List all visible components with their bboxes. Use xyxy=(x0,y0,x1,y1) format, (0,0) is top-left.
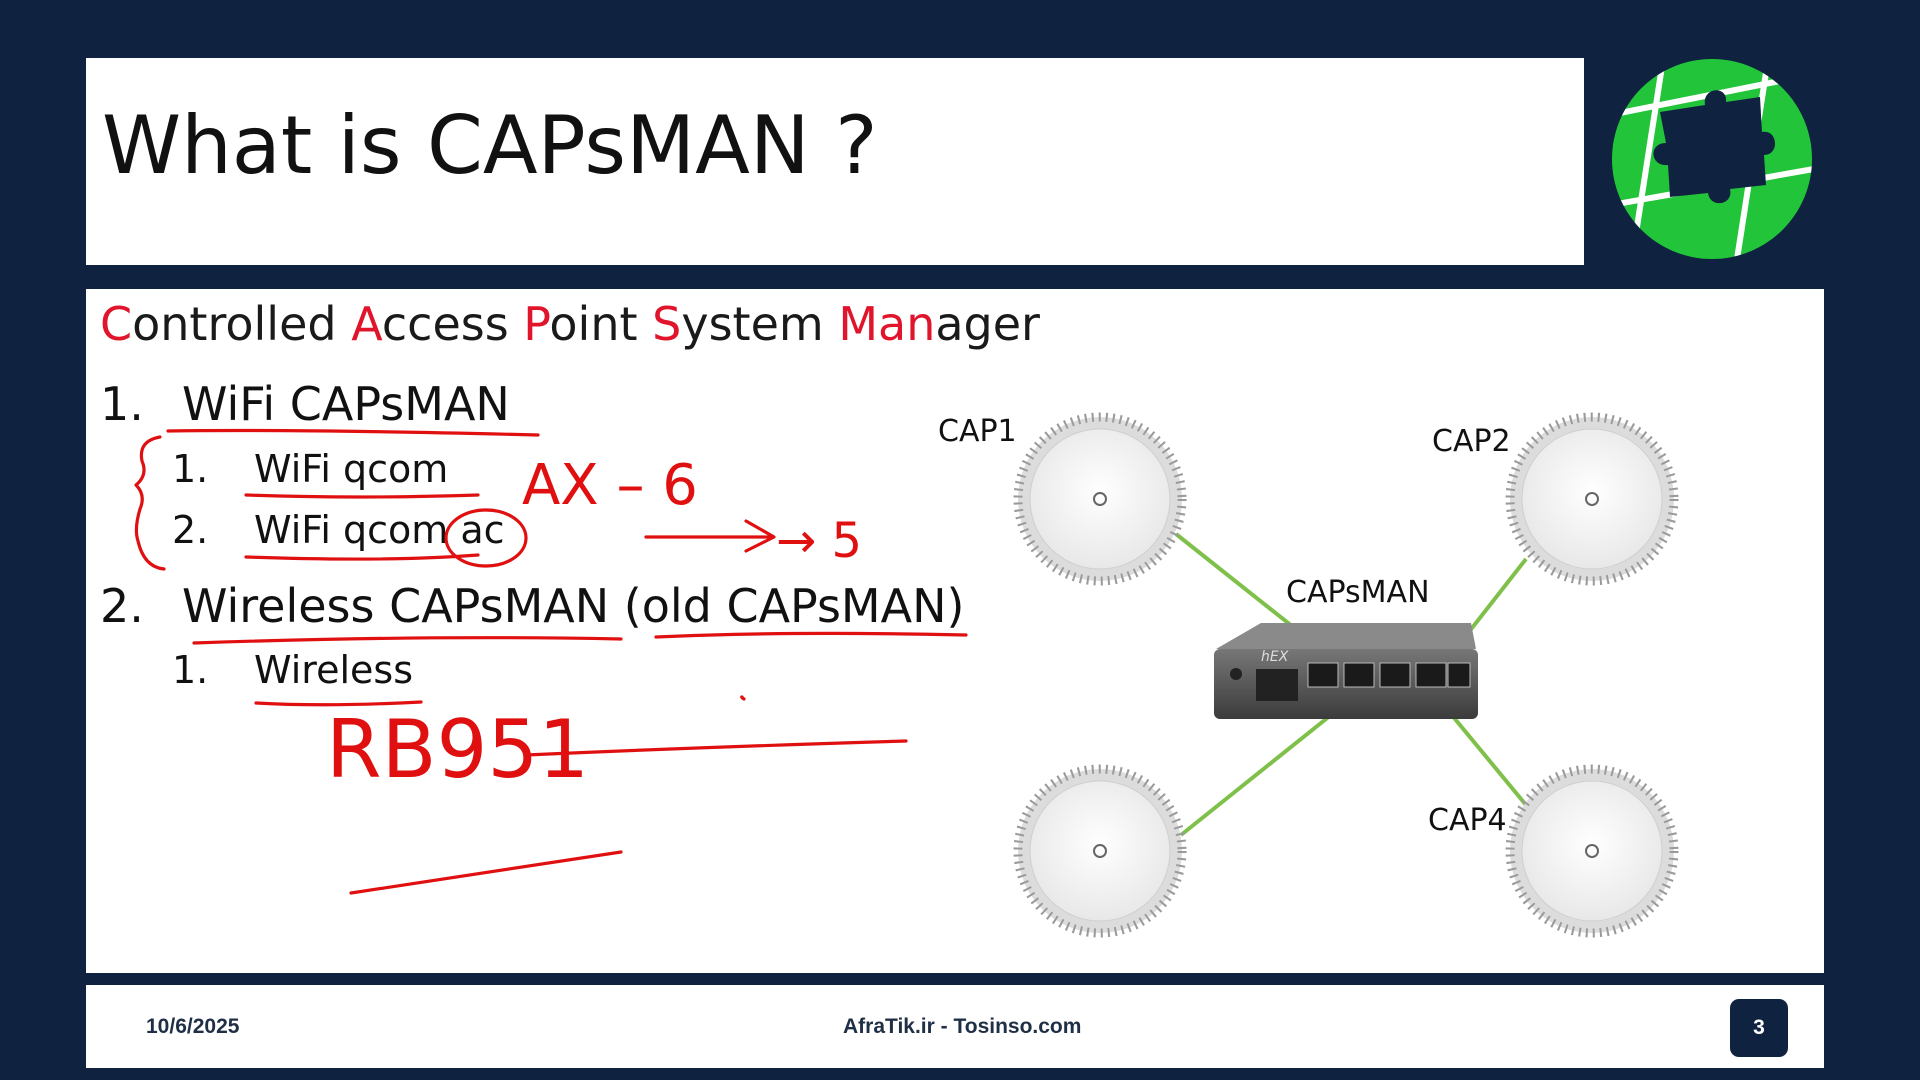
acronym-letter-c: C xyxy=(100,297,133,351)
access-point-icon xyxy=(1505,412,1679,586)
capsman-diagram: hEX xyxy=(1013,412,1679,938)
cap1-label: CAP1 xyxy=(938,414,1017,449)
footer-date: 10/6/2025 xyxy=(146,1015,240,1038)
acronym-letter-p: P xyxy=(523,297,550,351)
access-point-icon xyxy=(1505,764,1679,938)
acronym-word-s: ystem xyxy=(681,297,839,351)
acronym-word-c: ontrolled xyxy=(132,297,352,351)
access-point-icon xyxy=(1013,412,1187,586)
footer-site: AfraTik.ir - Tosinso.com xyxy=(843,1015,1082,1038)
list-num-1: 1. xyxy=(100,377,144,431)
sublist-num-wireless: 1. xyxy=(172,648,209,692)
sublist-item-wifi-qcom: WiFi qcom xyxy=(254,447,449,491)
cap2-label: CAP2 xyxy=(1432,424,1511,459)
slide-title: What is CAPsMAN ? xyxy=(102,99,878,192)
acronym-word-man: ager xyxy=(935,297,1040,351)
title-box: What is CAPsMAN ? xyxy=(86,58,1584,265)
footer: 10/6/2025 AfraTik.ir - Tosinso.com 3 xyxy=(86,985,1824,1068)
access-point-icon xyxy=(1013,764,1187,938)
acronym-letter-a: A xyxy=(351,297,382,351)
sublist-num-2: 2. xyxy=(172,508,209,552)
acronym-letter-man: Man xyxy=(838,297,936,351)
acronym-letter-s: S xyxy=(652,297,682,351)
router-brand-label: hEX xyxy=(1261,649,1289,665)
capsman-label: CAPsMAN xyxy=(1286,575,1430,610)
puzzle-logo-icon xyxy=(1610,57,1815,262)
page-number: 3 xyxy=(1730,999,1788,1057)
content-box: Controlled Access Point System Manager 1… xyxy=(86,289,1824,973)
list-num-2: 2. xyxy=(100,579,144,633)
list-item-wireless-capsman: Wireless CAPsMAN (old CAPsMAN) xyxy=(182,579,965,633)
sublist-item-wireless: Wireless xyxy=(254,648,413,692)
sublist-num-1: 1. xyxy=(172,447,209,491)
subtitle-acronym: Controlled Access Point System Manager xyxy=(100,297,1040,351)
acronym-word-p: oint xyxy=(549,297,653,351)
router-icon: hEX xyxy=(1214,623,1478,719)
acronym-word-a: ccess xyxy=(381,297,524,351)
cap4-label: CAP4 xyxy=(1428,803,1507,838)
list-item-wifi-capsman: WiFi CAPsMAN xyxy=(182,377,510,431)
